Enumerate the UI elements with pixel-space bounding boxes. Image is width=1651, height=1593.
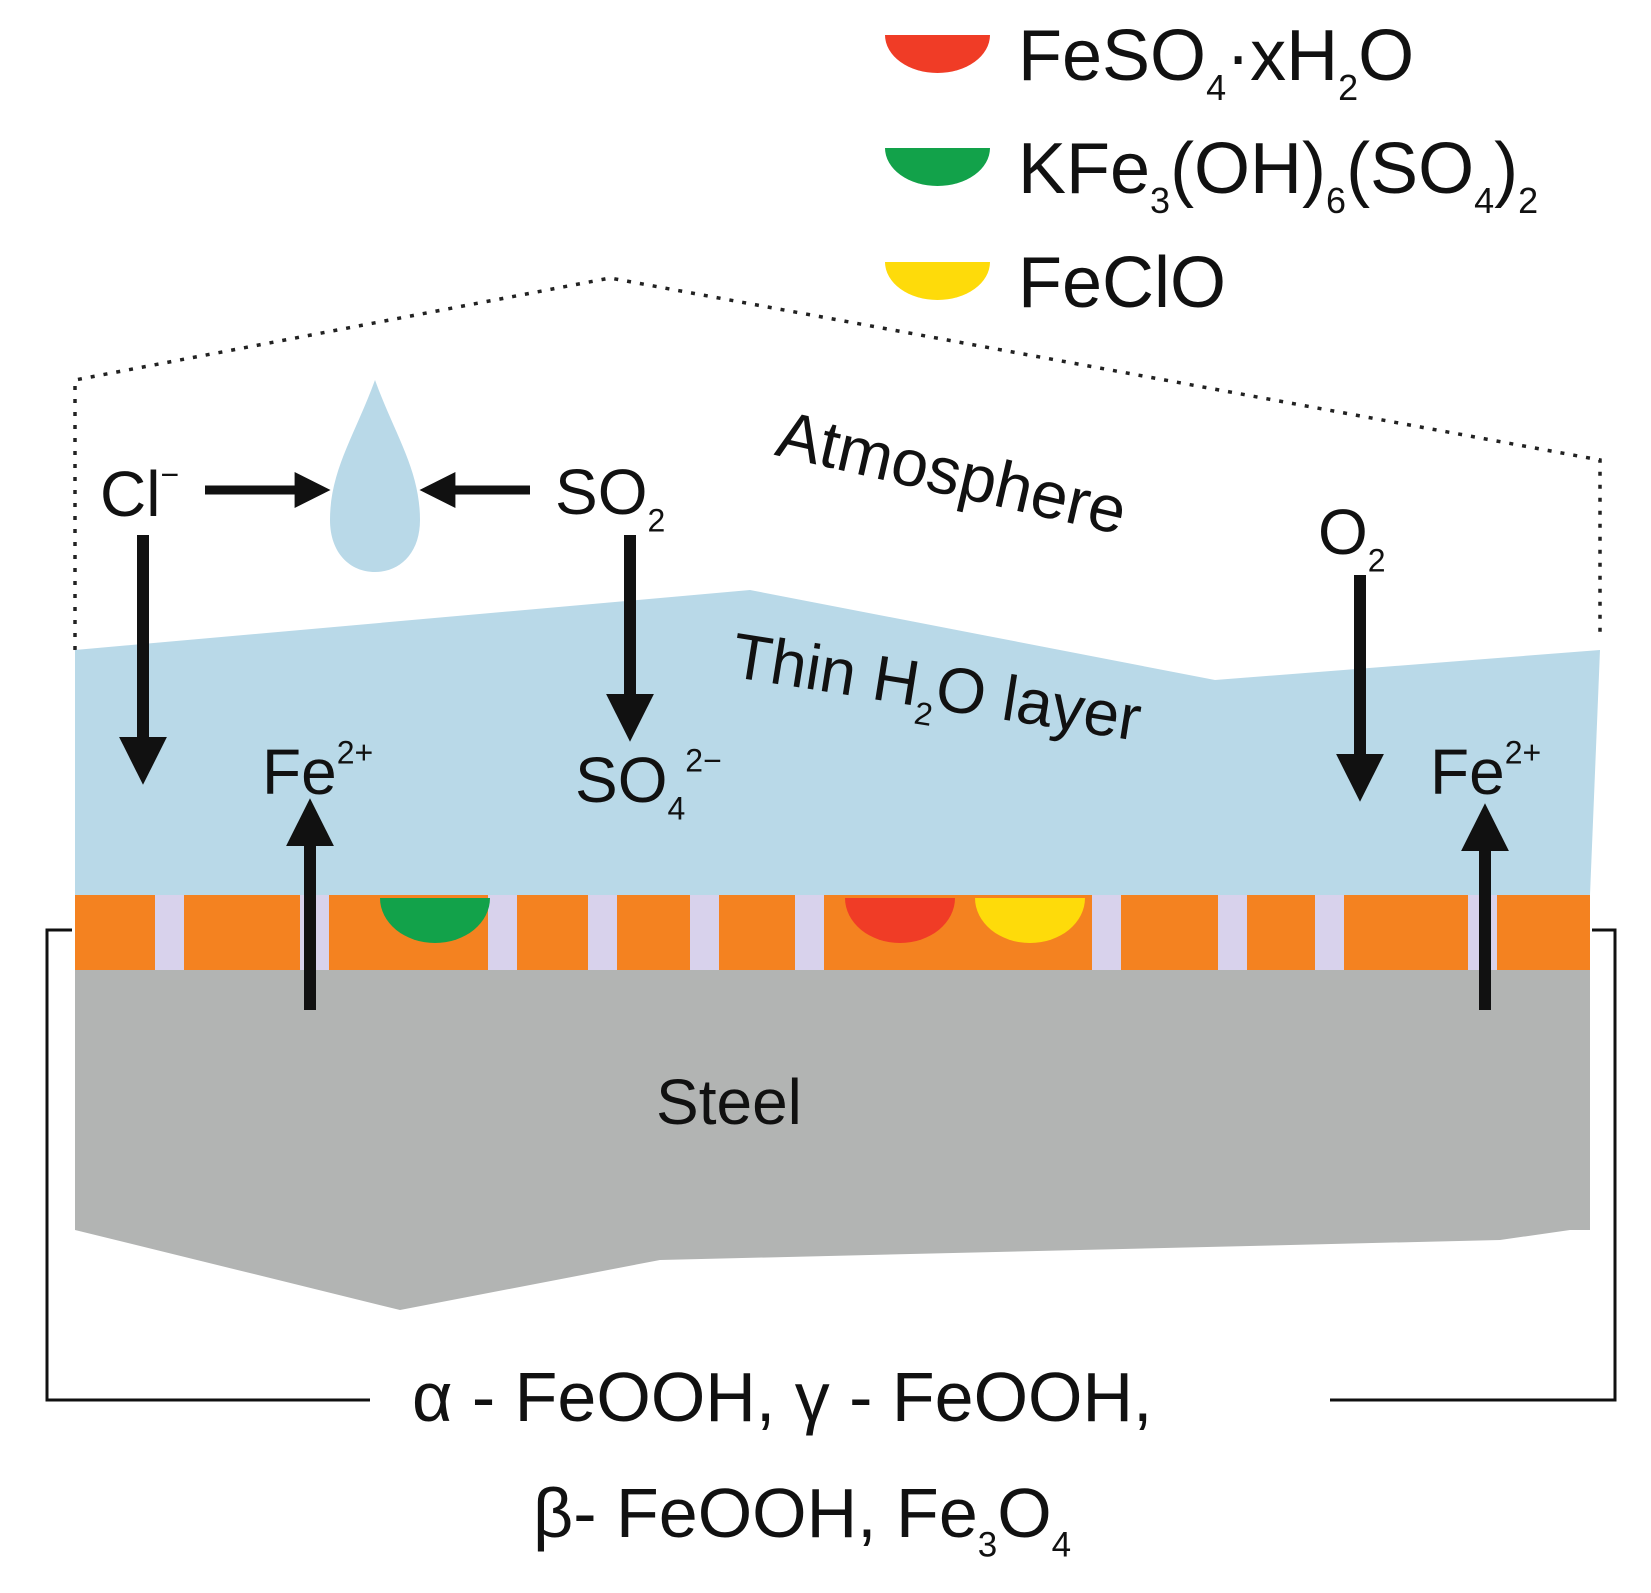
subscript: 4 bbox=[1474, 179, 1495, 221]
subscript: 2 bbox=[1518, 179, 1539, 221]
superscript: 2+ bbox=[336, 734, 374, 771]
formula-text: FeSO bbox=[1018, 16, 1207, 96]
green-half-disc-icon bbox=[885, 148, 990, 186]
formula-text: SO bbox=[575, 744, 668, 816]
formula-text: (OH) bbox=[1170, 129, 1327, 209]
legend-label-iron-sulfate: FeSO4·xH2O bbox=[1018, 20, 1414, 105]
subscript: 6 bbox=[1326, 179, 1347, 221]
pore bbox=[795, 895, 824, 970]
iron-ion-label-left: Fe2+ bbox=[262, 737, 373, 804]
formula-text: O bbox=[1318, 496, 1368, 568]
oxygen-label: O2 bbox=[1318, 500, 1386, 577]
subscript: 4 bbox=[1206, 66, 1227, 108]
thin-water-layer bbox=[75, 590, 1600, 895]
subscript: 3 bbox=[1150, 179, 1171, 221]
iron-ion-label-right: Fe2+ bbox=[1430, 737, 1541, 804]
legend-label-iron-chlorite: FeClO bbox=[1018, 247, 1226, 319]
formula-text: ·xH bbox=[1226, 16, 1339, 96]
pore bbox=[1218, 895, 1247, 970]
superscript: 2− bbox=[685, 742, 722, 779]
water-droplet-icon bbox=[330, 380, 420, 572]
formula-text: ) bbox=[1494, 129, 1519, 209]
circuit-wire-left bbox=[45, 928, 370, 1402]
subscript: 3 bbox=[977, 1525, 998, 1565]
formula-text: KFe bbox=[1018, 129, 1151, 209]
formula-text: O bbox=[1358, 16, 1415, 96]
formula-text: FeClO bbox=[1018, 243, 1227, 323]
subscript: 2 bbox=[1338, 66, 1359, 108]
circuit-wire-right bbox=[1330, 928, 1617, 1402]
pore bbox=[690, 895, 719, 970]
pore bbox=[155, 895, 184, 970]
subscript: 4 bbox=[667, 790, 686, 827]
subscript: 2 bbox=[647, 502, 666, 539]
chloride-label: Cl− bbox=[100, 459, 179, 526]
superscript: − bbox=[160, 456, 180, 493]
iron-sulfate-deposit bbox=[845, 898, 955, 943]
steel-label: Steel bbox=[656, 1066, 802, 1138]
pore bbox=[588, 895, 617, 970]
jarosite-deposit bbox=[380, 898, 490, 943]
products-line-1: α - FeOOH, γ - FeOOH, bbox=[412, 1358, 1153, 1436]
products-line-2: β- FeOOH, Fe3O4 bbox=[533, 1478, 1071, 1562]
formula-text: β- FeOOH, Fe bbox=[533, 1474, 978, 1552]
formula-text: O bbox=[997, 1474, 1052, 1552]
subscript: 4 bbox=[1051, 1525, 1072, 1565]
pore bbox=[1315, 895, 1344, 970]
superscript: 2+ bbox=[1504, 734, 1542, 771]
yellow-half-disc-icon bbox=[885, 262, 990, 300]
red-half-disc-icon bbox=[885, 35, 990, 73]
legend-label-jarosite: KFe3(OH)6(SO4)2 bbox=[1018, 133, 1538, 218]
steel-substrate bbox=[75, 960, 1590, 1310]
sulfate-label: SO4 2− bbox=[575, 745, 722, 825]
formula-text: (SO bbox=[1346, 129, 1475, 209]
sulfur-dioxide-label: SO2 bbox=[555, 460, 665, 537]
pore bbox=[488, 895, 517, 970]
pore bbox=[1092, 895, 1121, 970]
subscript: 2 bbox=[1367, 542, 1386, 579]
formula-text: SO bbox=[555, 456, 648, 528]
formula-text: Cl bbox=[100, 458, 161, 530]
formula-text: Fe bbox=[262, 736, 337, 808]
iron-chlorite-deposit bbox=[975, 898, 1085, 943]
formula-text: Fe bbox=[1430, 736, 1505, 808]
